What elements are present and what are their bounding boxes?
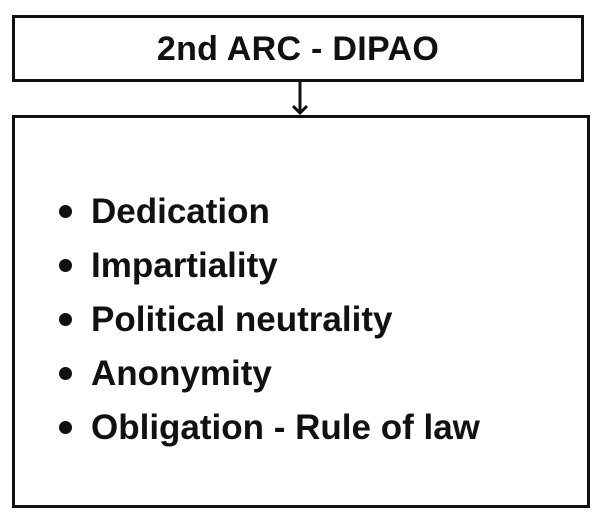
list-item: Obligation - Rule of law xyxy=(59,400,480,454)
content-box: Dedication Impartiality Political neutra… xyxy=(12,115,590,508)
list-item-label: Anonymity xyxy=(91,353,272,393)
bullet-dot-icon xyxy=(59,258,72,272)
diagram-title: 2nd ARC - DIPAO xyxy=(156,29,440,68)
title-box: 2nd ARC - DIPAO xyxy=(12,15,584,82)
list-item: Dedication xyxy=(59,184,480,238)
list-item-label: Political neutrality xyxy=(91,299,393,339)
bullet-dot-icon xyxy=(59,420,72,434)
arrow-down-icon xyxy=(291,82,309,116)
list-item: Political neutrality xyxy=(59,292,480,346)
list-item-label: Dedication xyxy=(91,191,270,231)
list-item-label: Impartiality xyxy=(91,245,278,285)
bullet-dot-icon xyxy=(59,366,72,380)
list-item: Impartiality xyxy=(59,238,480,292)
bullet-dot-icon xyxy=(59,312,72,326)
bullet-list: Dedication Impartiality Political neutra… xyxy=(59,184,480,454)
list-item: Anonymity xyxy=(59,346,480,400)
bullet-dot-icon xyxy=(59,204,72,218)
list-item-label: Obligation - Rule of law xyxy=(91,407,480,447)
